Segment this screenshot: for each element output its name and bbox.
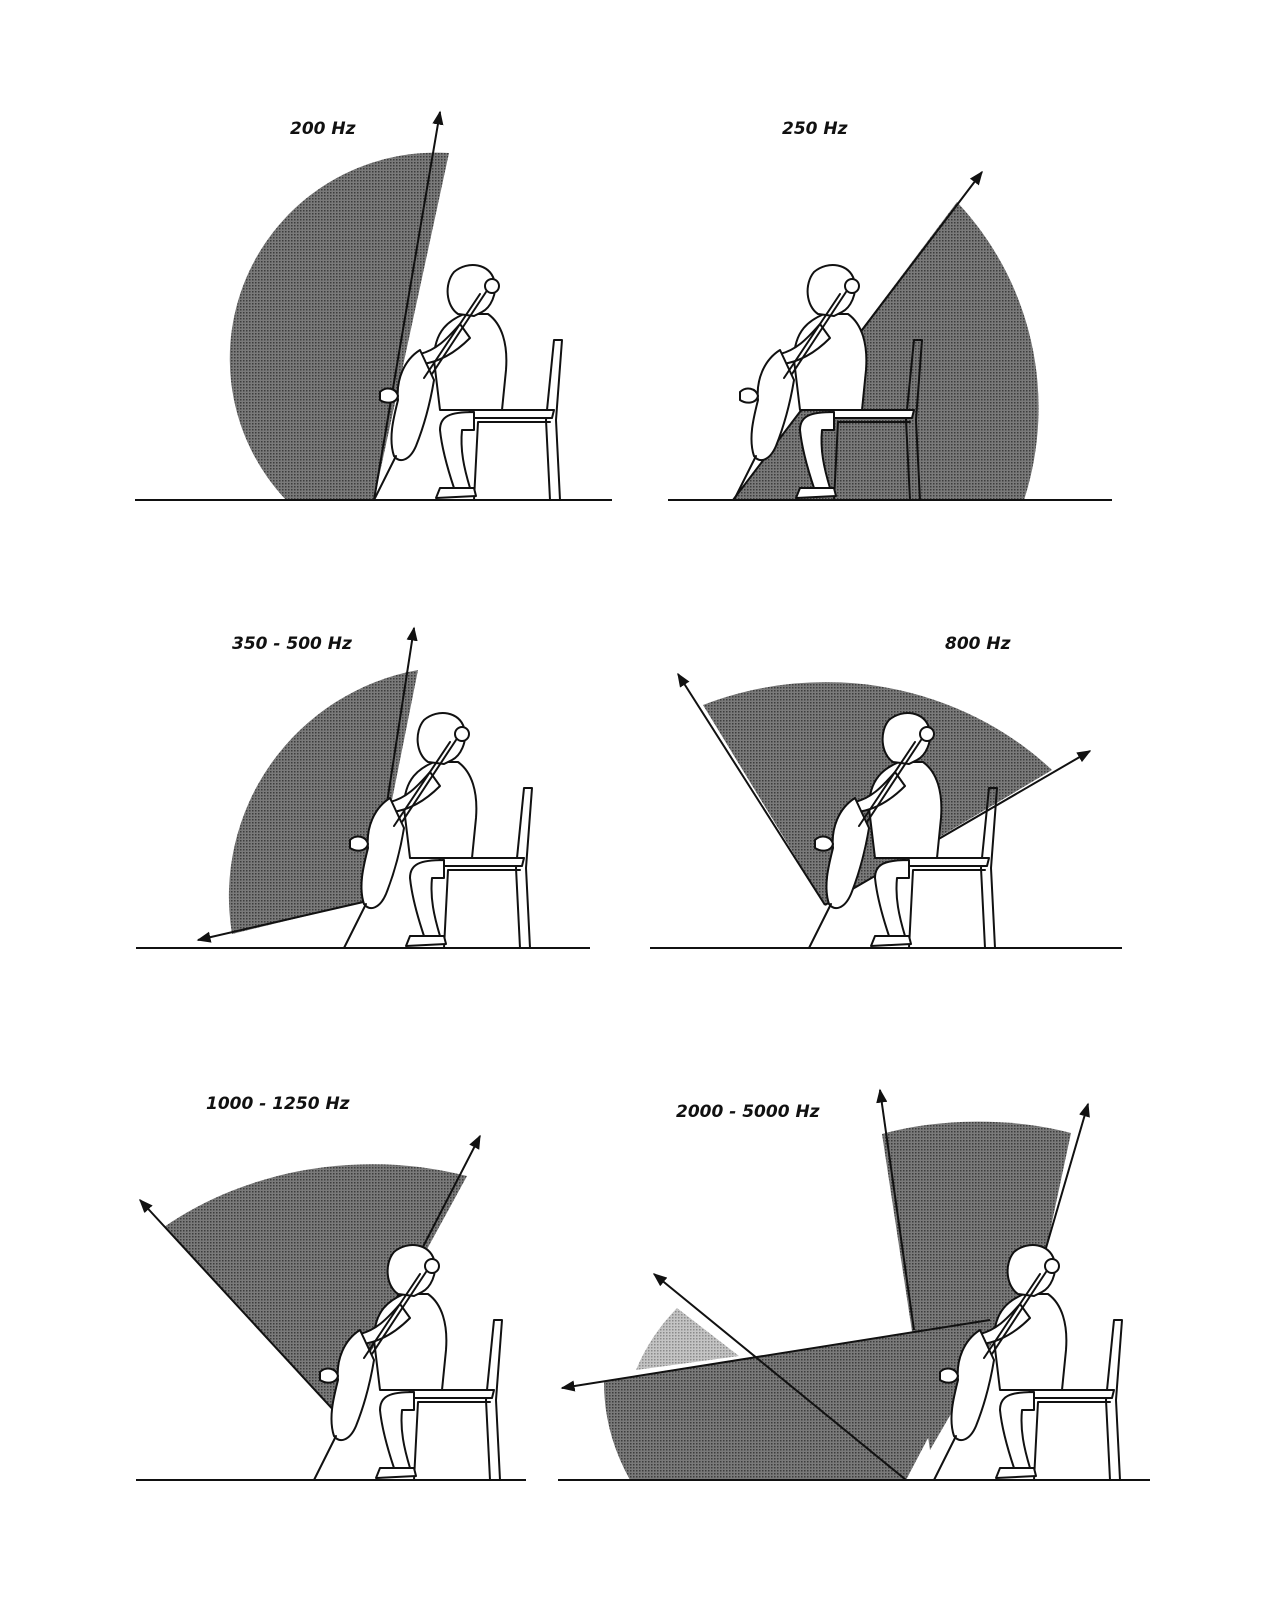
panel-200hz: 200 Hz	[135, 110, 612, 501]
radiation-sector-upper	[882, 1121, 1071, 1450]
panel-800hz: 800 Hz	[650, 634, 1122, 949]
direction-arrow	[560, 1319, 991, 1392]
panel-250hz: 250 Hz	[668, 119, 1112, 501]
frequency-label: 1000 - 1250 Hz	[206, 1094, 350, 1114]
radiation-sector-light	[636, 1308, 739, 1370]
frequency-label: 200 Hz	[290, 119, 356, 139]
panel-350-500hz: 350 - 500 Hz	[136, 626, 590, 949]
frequency-label: 800 Hz	[945, 634, 1011, 654]
radiation-sector	[164, 1164, 467, 1414]
direction-arrow	[196, 899, 373, 943]
frequency-label: 2000 - 5000 Hz	[676, 1102, 820, 1122]
direction-arrow	[139, 1198, 338, 1415]
radiation-sector	[603, 1320, 990, 1480]
direction-arrow	[373, 110, 444, 501]
panel-2000-5000hz: 2000 - 5000 Hz	[558, 1088, 1150, 1481]
direction-arrow	[876, 1088, 915, 1331]
direction-arrow	[824, 750, 1092, 906]
panel-1000-1250hz: 1000 - 1250 Hz	[136, 1094, 526, 1481]
frequency-label: 350 - 500 Hz	[232, 634, 352, 654]
direction-arrow	[677, 672, 826, 906]
direction-arrow	[652, 1273, 907, 1481]
radiation-sector	[229, 152, 449, 500]
frequency-label: 250 Hz	[782, 119, 848, 139]
